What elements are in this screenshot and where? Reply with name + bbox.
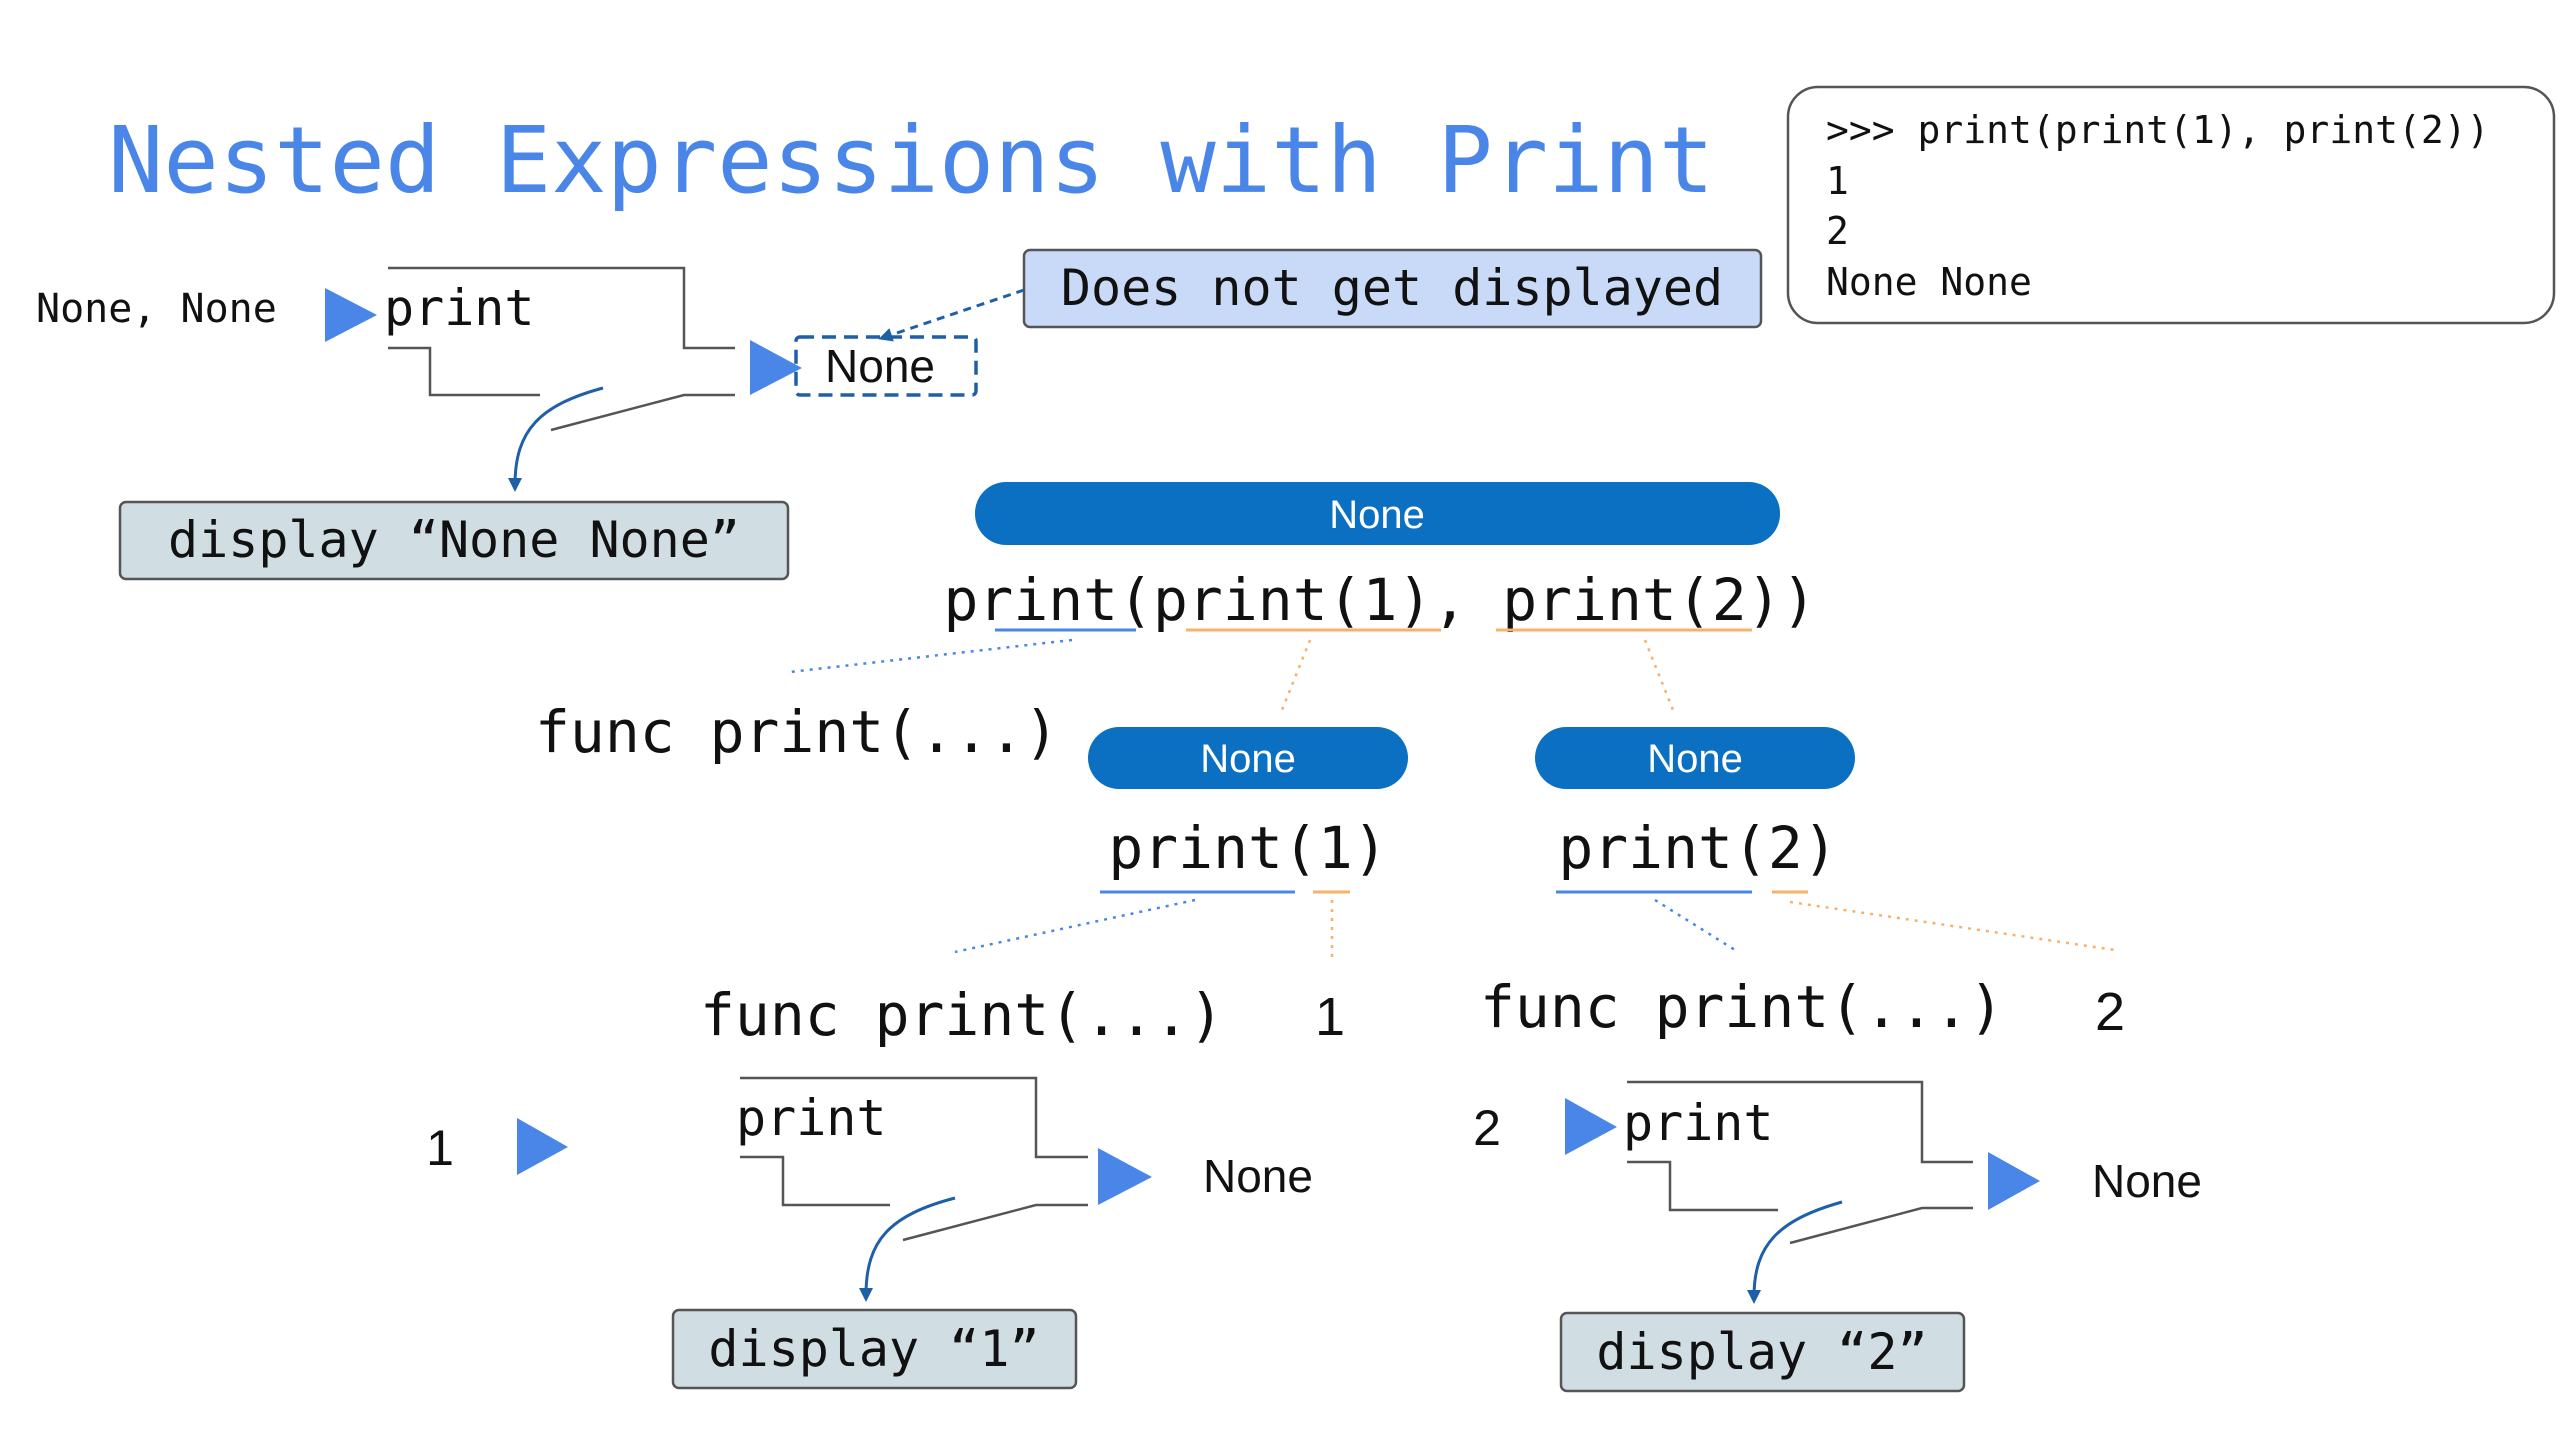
- console-frame: [1786, 85, 2556, 325]
- link-right-operator: [1654, 898, 1736, 952]
- output-arrow-icon: [750, 340, 802, 395]
- function-outline: [1627, 1080, 1973, 1164]
- link-left-operator: [954, 898, 1196, 954]
- function-outline: [550, 393, 735, 432]
- function-outline: [388, 346, 540, 397]
- right-value: None: [1647, 737, 1743, 781]
- root-expression: print(print(1), print(2)): [944, 566, 1817, 634]
- left-print-function: 1 print None display “1”: [426, 1076, 1313, 1390]
- right-operand: 2: [2095, 982, 2125, 1042]
- function-outline: [740, 1155, 890, 1207]
- display-box: [118, 500, 790, 581]
- link-right-operand: [1789, 900, 2116, 952]
- display-arrow: [859, 1196, 956, 1302]
- console-line: >>> print(print(1), print(2)): [1826, 108, 2489, 152]
- expression-tree: None print(print(1), print(2)) func prin…: [535, 482, 2125, 1049]
- input-arrow-icon: [325, 288, 377, 342]
- left-input: 1: [426, 1120, 454, 1176]
- console-line: 2: [1826, 209, 1849, 253]
- callout-pointer: [878, 288, 1025, 342]
- left-value-pill: [1088, 727, 1408, 789]
- callout-not-displayed: Does not get displayed: [878, 248, 1763, 342]
- display-arrow: [1747, 1200, 1843, 1304]
- page-title: Nested Expressions with Print: [108, 107, 1714, 214]
- display-box: [671, 1308, 1078, 1390]
- right-expression: print(2): [1558, 814, 1837, 882]
- link-root-operator: [789, 638, 1073, 674]
- function-outline: [740, 1076, 1088, 1159]
- right-value-pill: [1535, 727, 1855, 789]
- right-output: None: [2092, 1155, 2202, 1207]
- function-outline: [388, 266, 735, 350]
- left-expression: print(1): [1108, 814, 1387, 882]
- function-outline: [1627, 1160, 1778, 1212]
- link-root-left: [1278, 639, 1312, 716]
- top-function-name: print: [384, 279, 535, 337]
- top-print-function: None, None print None display “None None…: [36, 266, 978, 581]
- function-outline: [902, 1203, 1088, 1242]
- input-arrow-icon: [1565, 1098, 1617, 1155]
- right-operator: func print(...): [1480, 973, 2004, 1041]
- right-function-name: print: [1623, 1094, 1774, 1152]
- console-line: None None: [1826, 260, 2032, 304]
- console-line: 1: [1826, 159, 1849, 203]
- right-print-function: 2 print None display “2”: [1473, 1080, 2202, 1393]
- function-outline: [1789, 1206, 1973, 1245]
- hidden-output-box: [794, 335, 978, 397]
- top-inputs: None, None: [36, 286, 277, 332]
- left-function-name: print: [736, 1089, 887, 1147]
- input-arrow-icon: [517, 1118, 568, 1175]
- root-value: None: [1329, 493, 1425, 537]
- callout-box: [1022, 248, 1763, 329]
- top-display-label: display “None None”: [168, 511, 740, 569]
- output-arrow-icon: [1098, 1148, 1152, 1205]
- left-display-label: display “1”: [708, 1320, 1039, 1378]
- left-output: None: [1203, 1150, 1313, 1202]
- console-output: >>> print(print(1), print(2)) 1 2 None N…: [1786, 85, 2556, 325]
- left-value: None: [1200, 737, 1296, 781]
- output-arrow-icon: [1988, 1152, 2040, 1210]
- right-display-label: display “2”: [1596, 1323, 1927, 1381]
- display-box: [1559, 1311, 1966, 1393]
- root-operator: func print(...): [535, 698, 1059, 766]
- right-input: 2: [1473, 1100, 1501, 1156]
- root-value-pill: [975, 482, 1780, 545]
- display-arrow: [508, 386, 604, 492]
- left-operator: func print(...): [700, 981, 1224, 1049]
- link-root-right: [1643, 639, 1677, 716]
- left-operand: 1: [1315, 987, 1345, 1047]
- top-output: None: [825, 340, 935, 392]
- callout-label: Does not get displayed: [1061, 259, 1723, 317]
